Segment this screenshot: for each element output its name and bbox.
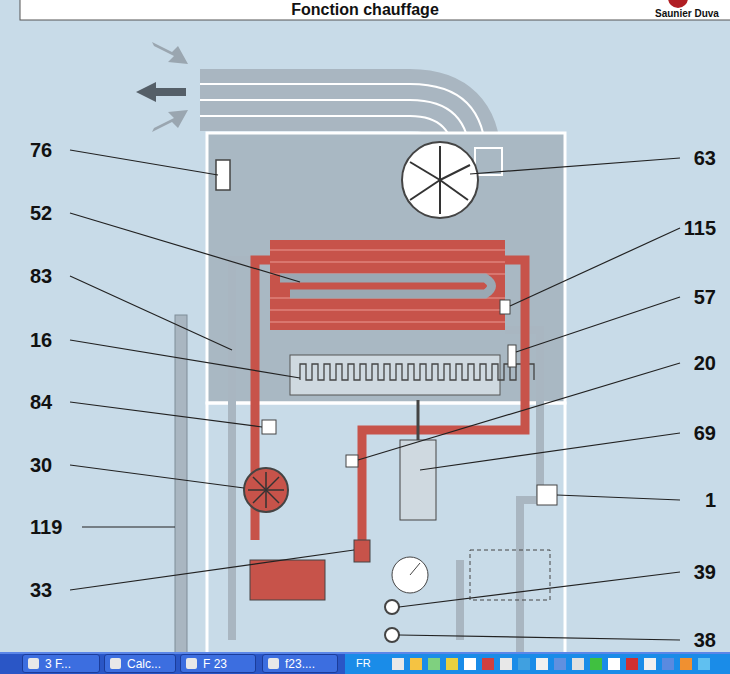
callout-number: 1 [705,489,716,512]
air-arrow [152,110,188,132]
combustion-chamber [207,133,565,403]
control-knob [385,600,399,614]
bypass-pipe [175,315,187,655]
taskbar-button: f23.... [262,654,338,673]
gas-valve [400,440,436,520]
callout-number: 119 [30,516,62,539]
button-icon [110,658,121,669]
title-text: Fonction chauffage [0,1,730,19]
button-icon [268,658,279,669]
button-label: f23.... [285,657,315,671]
button-icon [28,658,39,669]
callout-number: 38 [694,629,716,652]
callout-number: 84 [30,391,52,414]
burner-ramp [300,364,534,380]
pump-blades [248,472,284,508]
flow-sensor [354,540,370,562]
thermistor [346,455,358,467]
fan-blades [410,146,470,214]
exchanger-coil [280,278,492,294]
callout-number: 83 [30,265,52,288]
leader-lines [70,150,680,640]
tray-icons [392,658,710,670]
callout-number: 52 [30,202,52,225]
manometer [392,557,428,593]
callout-number: 33 [30,579,52,602]
air-purger [262,420,276,434]
taskbar-button: Calc... [104,654,176,673]
taskbar-button: 3 F... [22,654,100,673]
callout-number: 57 [694,286,716,309]
language-indicator: FR [356,657,371,669]
fan-housing [475,148,502,175]
button-label: F 23 [203,657,227,671]
button-icon [186,658,197,669]
callout-number: 16 [30,329,52,352]
callout-number: 63 [694,147,716,170]
hydraulic-block [250,560,325,600]
callout-number: 20 [694,352,716,375]
callout-number: 39 [694,561,716,584]
callout-number: 115 [684,217,716,240]
heat-exchanger [270,240,505,330]
overheat-sensor [500,300,510,314]
button-label: Calc... [127,657,161,671]
control-knob [385,628,399,642]
exhaust-arrow [136,82,186,102]
logo-mark [668,0,688,8]
flow-pipes [255,260,525,560]
taskbar [0,652,730,674]
button-label: 3 F... [45,657,71,671]
pump [244,468,288,512]
exchanger-fins [270,250,505,322]
callout-number: 30 [30,454,52,477]
taskbar-button: F 23 [180,654,256,673]
safety-switch [537,485,557,505]
air-pressure-switch [216,160,230,190]
fan [402,142,478,218]
gas-pipe [417,400,420,440]
control-board [470,550,550,600]
brand-name: Saunier Duva [655,8,719,19]
callout-number: 76 [30,139,52,162]
ignition-electrode [508,345,516,367]
tray [345,654,730,674]
housing-outline [207,403,565,663]
air-arrow [152,42,188,64]
manometer-needle [410,563,420,575]
callout-number: 69 [694,422,716,445]
